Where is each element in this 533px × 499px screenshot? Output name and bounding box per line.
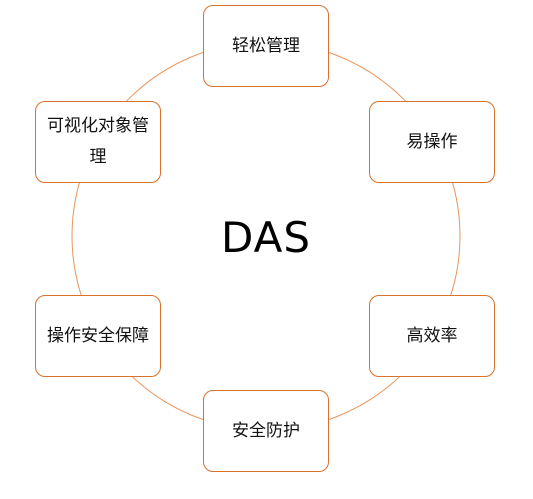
node-label: 操作安全保障 [47, 325, 149, 346]
node-easy-management: 轻松管理 [203, 5, 329, 87]
node-label: 轻松管理 [232, 35, 300, 56]
node-high-efficiency: 高效率 [369, 295, 495, 377]
node-security-protection: 安全防护 [203, 390, 329, 472]
node-visual-object-management: 可视化对象管理 [35, 101, 161, 183]
node-label: 高效率 [406, 325, 458, 346]
node-label: 安全防护 [232, 420, 300, 441]
node-operation-safety: 操作安全保障 [35, 295, 161, 377]
node-label: 易操作 [406, 131, 458, 152]
node-label: 可视化对象管理 [47, 116, 149, 167]
center-label: DAS [221, 213, 311, 262]
node-easy-operation: 易操作 [369, 101, 495, 183]
